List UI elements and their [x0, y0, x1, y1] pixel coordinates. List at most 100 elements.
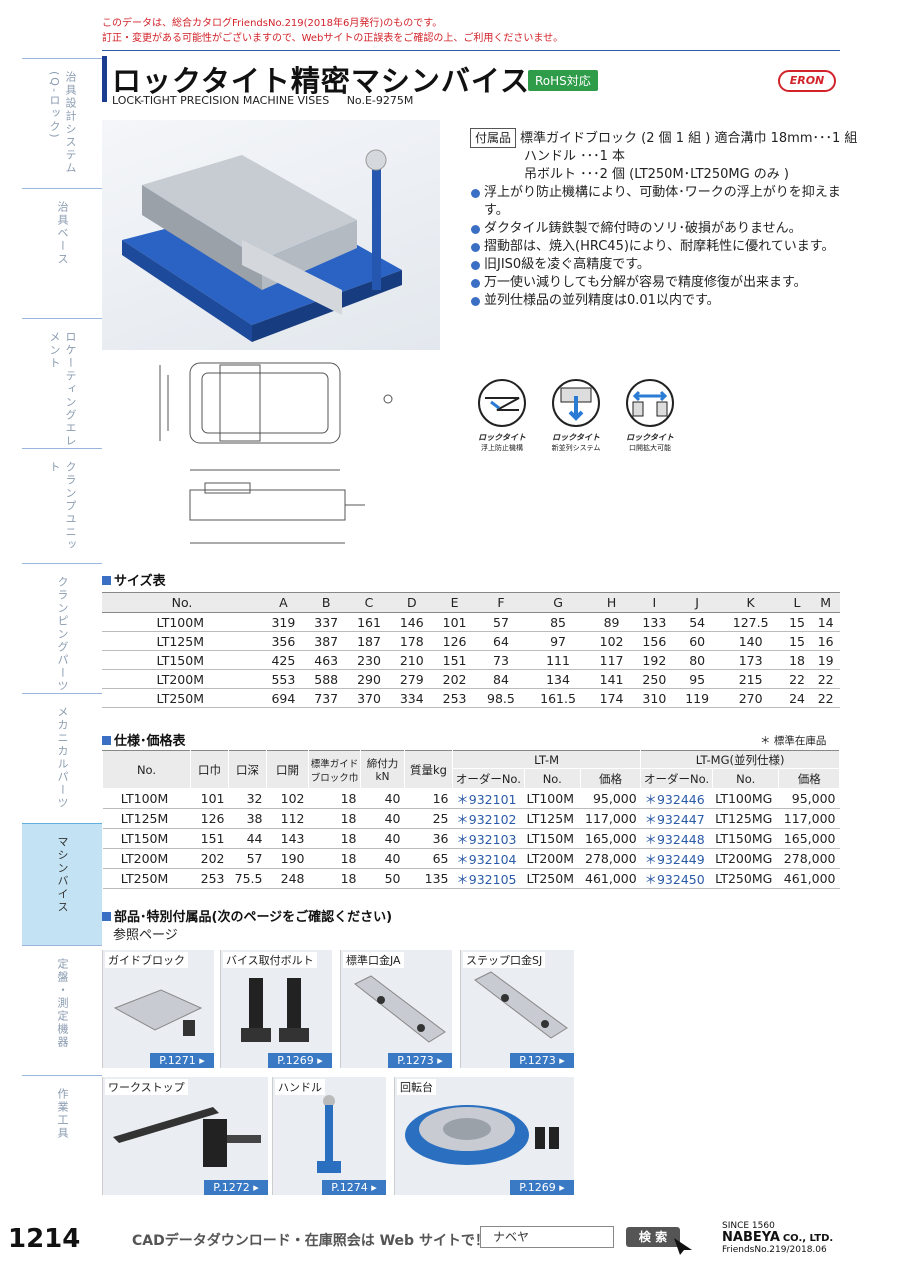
table-cell: 190 — [266, 848, 309, 869]
table-cell: LT125M — [524, 808, 581, 829]
part-card-jaw-sj[interactable]: ステップ口金SJ P.1273 ▸ — [460, 950, 574, 1068]
table-cell: 334 — [390, 688, 434, 708]
sidebar-item-mechanical-parts[interactable]: メカニカルパーツ — [22, 693, 102, 823]
table-cell: 36 — [404, 828, 453, 849]
sidebar-item-surface-plate[interactable]: 定盤・測定機器 — [22, 945, 102, 1075]
table-cell: 310 — [632, 688, 676, 708]
table-cell: 50 — [360, 868, 405, 889]
part-card-jaw-ja[interactable]: 標準口金JA P.1273 ▸ — [340, 950, 452, 1068]
table-cell: 173 — [718, 650, 783, 670]
table-cell: 95,000 — [778, 788, 840, 809]
table-cell: LT100MG — [712, 788, 779, 809]
header-rule — [102, 50, 840, 51]
table-cell: 97 — [525, 631, 591, 651]
size-col-11: K — [718, 592, 783, 613]
part-card-handle[interactable]: ハンドル P.1274 ▸ — [272, 1077, 386, 1195]
table-cell: LT200M — [524, 848, 581, 869]
page-link[interactable]: P.1271 ▸ — [150, 1053, 214, 1068]
table-cell: ＊932447 — [640, 808, 713, 829]
table-cell: 24 — [782, 688, 812, 708]
sidebar-item-jig-system[interactable]: 治具設計システム(Q-ロック) — [22, 58, 102, 188]
sidebar-item-clamp-unit[interactable]: クランプユニット — [22, 448, 102, 563]
size-col-10: J — [675, 592, 719, 613]
jaw-sj-image — [474, 971, 568, 1039]
table-cell: 18 — [308, 828, 361, 849]
col-width: 口巾 — [190, 750, 229, 789]
page-link[interactable]: P.1269 ▸ — [268, 1053, 332, 1068]
table-cell: ＊932450 — [640, 868, 713, 889]
table-cell: 253 — [433, 688, 476, 708]
table-cell: LT250M — [102, 688, 262, 708]
part-card-guide-block[interactable]: ガイドブロック P.1271 ▸ — [102, 950, 214, 1068]
search-button[interactable]: 検 索 — [626, 1227, 680, 1247]
spec-table: No. 口巾 口深 口開 標準ガイドブロック巾 締付力kN 質量kg LT-M … — [102, 750, 840, 889]
table-cell: 102 — [590, 631, 633, 651]
search-input[interactable]: ナベヤ — [480, 1226, 614, 1248]
sidebar-item-jig-base[interactable]: 治具ベース — [22, 188, 102, 318]
accessory-line: 吊ボルト ･･･2 個 (LT250M･LT250MG のみ ) — [524, 167, 789, 182]
page-link[interactable]: P.1274 ▸ — [322, 1180, 386, 1195]
size-col-5: E — [433, 592, 476, 613]
handle-image — [317, 1095, 341, 1173]
table-cell: 40 — [360, 848, 405, 869]
sidebar-item-machine-vise[interactable]: マシンバイス — [22, 823, 102, 945]
feature-list: 浮上がり防止機構により、可動体･ワークの浮上がりを抑えます。 ダクタイル鋳鉄製で… — [470, 184, 842, 310]
since-text: SINCE 1560 — [722, 1221, 775, 1231]
table-cell: 165,000 — [580, 828, 641, 849]
accessory-line: 標準ガイドブロック (2 個 1 組 ) 適合溝巾 18mm･･･1 組 — [520, 131, 858, 146]
table-cell: LT100M — [524, 788, 581, 809]
table-cell: 98.5 — [475, 688, 526, 708]
table-cell: 18 — [308, 808, 361, 829]
table-cell: 134 — [525, 669, 591, 689]
dimension-drawing — [150, 355, 420, 555]
icon-anti-lift: ロックタイト 浮上防止機構 — [468, 378, 536, 453]
col-order-no: オーダーNo. — [452, 768, 525, 789]
part-card-work-stop[interactable]: ワークストップ P.1272 ▸ — [102, 1077, 268, 1195]
table-cell: ＊932446 — [640, 788, 713, 809]
page-link[interactable]: P.1273 ▸ — [510, 1053, 574, 1068]
part-card-vise-bolt[interactable]: バイス取付ボルト P.1269 ▸ — [220, 950, 332, 1068]
table-cell: 19 — [811, 650, 840, 670]
work-stop-image — [113, 1107, 261, 1167]
page-title: ロックタイト精密マシンバイス — [112, 64, 530, 98]
table-cell: 119 — [675, 688, 719, 708]
table-cell: 737 — [304, 688, 348, 708]
table-cell: 80 — [675, 650, 719, 670]
size-col-9: I — [632, 592, 676, 613]
col-price: 価格 — [579, 768, 642, 789]
table-cell: 156 — [632, 631, 676, 651]
jaw-ja-image — [354, 975, 446, 1043]
table-cell: 65 — [404, 848, 453, 869]
vise-bolt-image — [241, 978, 309, 1042]
size-col-8: H — [590, 592, 633, 613]
table-cell: 278,000 — [580, 848, 641, 869]
table-cell: LT150M — [102, 828, 191, 849]
cursor-icon — [674, 1238, 692, 1255]
table-cell: 250 — [632, 669, 676, 689]
table-cell: 15 — [782, 612, 812, 632]
feature-item: 摺動部は、焼入(HRC45)により、耐摩耗性に優れています。 — [470, 238, 842, 256]
table-cell: 117,000 — [778, 808, 840, 829]
table-cell: 22 — [811, 669, 840, 689]
stock-note: ＊ 標準在庫品 — [760, 735, 827, 747]
table-cell: 117 — [590, 650, 633, 670]
page-link[interactable]: P.1273 ▸ — [388, 1053, 452, 1068]
table-cell: LT250M — [102, 868, 191, 889]
table-cell: 253 — [190, 868, 229, 889]
guide-block-image — [113, 989, 203, 1036]
sidebar-item-tools[interactable]: 作業工具 — [22, 1075, 102, 1215]
part-card-rotary-base[interactable]: 回転台 P.1269 ▸ — [394, 1077, 574, 1195]
page-link[interactable]: P.1269 ▸ — [510, 1180, 574, 1195]
page-link[interactable]: P.1272 ▸ — [204, 1180, 268, 1195]
sidebar-item-clamping-parts[interactable]: クランピングパーツ — [22, 563, 102, 693]
sidebar-item-locating[interactable]: ロケーティングエレメント — [22, 318, 102, 448]
table-cell: 553 — [262, 669, 305, 689]
col-order-no-mg: オーダーNo. — [640, 768, 713, 789]
table-cell: 18 — [308, 868, 361, 889]
